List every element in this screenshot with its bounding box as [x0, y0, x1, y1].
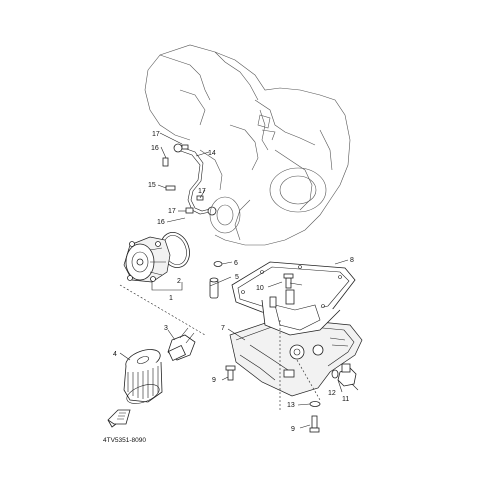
callout-8: 8	[350, 257, 354, 264]
oil-filter-housing	[123, 236, 171, 283]
callout-15: 15	[148, 182, 156, 189]
callout-17a: 17	[152, 131, 160, 138]
callout-6: 6	[234, 260, 238, 267]
callout-16b: 16	[157, 219, 165, 226]
o-ring-6	[213, 261, 223, 267]
oil-filter	[123, 349, 163, 404]
callout-1: 1	[169, 295, 173, 302]
engine-block	[144, 44, 351, 246]
callout-17c: 17	[168, 208, 176, 215]
oil-pan	[229, 299, 363, 397]
callout-3: 3	[164, 325, 168, 332]
callout-9b: 9	[291, 426, 295, 433]
callout-10: 10	[256, 285, 264, 292]
crankcase-port	[209, 196, 241, 234]
bolt-9-bottom	[309, 415, 320, 433]
oil-pipe-5	[209, 277, 219, 299]
union-bolt	[167, 327, 196, 362]
oil-strainer	[269, 289, 295, 308]
leader-lines	[119, 132, 359, 429]
bolt-9-left	[225, 365, 236, 381]
callout-7: 7	[221, 325, 225, 332]
assembly-line-a	[119, 284, 206, 336]
bolt-10	[283, 273, 294, 289]
washer-13	[309, 401, 321, 407]
callout-17b: 17	[198, 188, 206, 195]
callout-11: 11	[342, 396, 349, 403]
callout-2: 2	[177, 278, 181, 285]
callout-4: 4	[113, 351, 117, 358]
callout-16a: 16	[151, 145, 159, 152]
callout-5: 5	[235, 274, 239, 281]
diagram-code: 4TV5351-8090	[103, 437, 146, 444]
callout-14: 14	[208, 150, 216, 157]
front-arrow-icon	[107, 409, 131, 428]
callout-bracket-1	[151, 282, 183, 291]
callouts: 17 16 14 15 17 17 16 2 1 3 4 6 5 7 8 10 …	[113, 131, 354, 433]
callout-12: 12	[328, 390, 336, 397]
callout-13: 13	[287, 402, 295, 409]
callout-9a: 9	[212, 377, 216, 384]
